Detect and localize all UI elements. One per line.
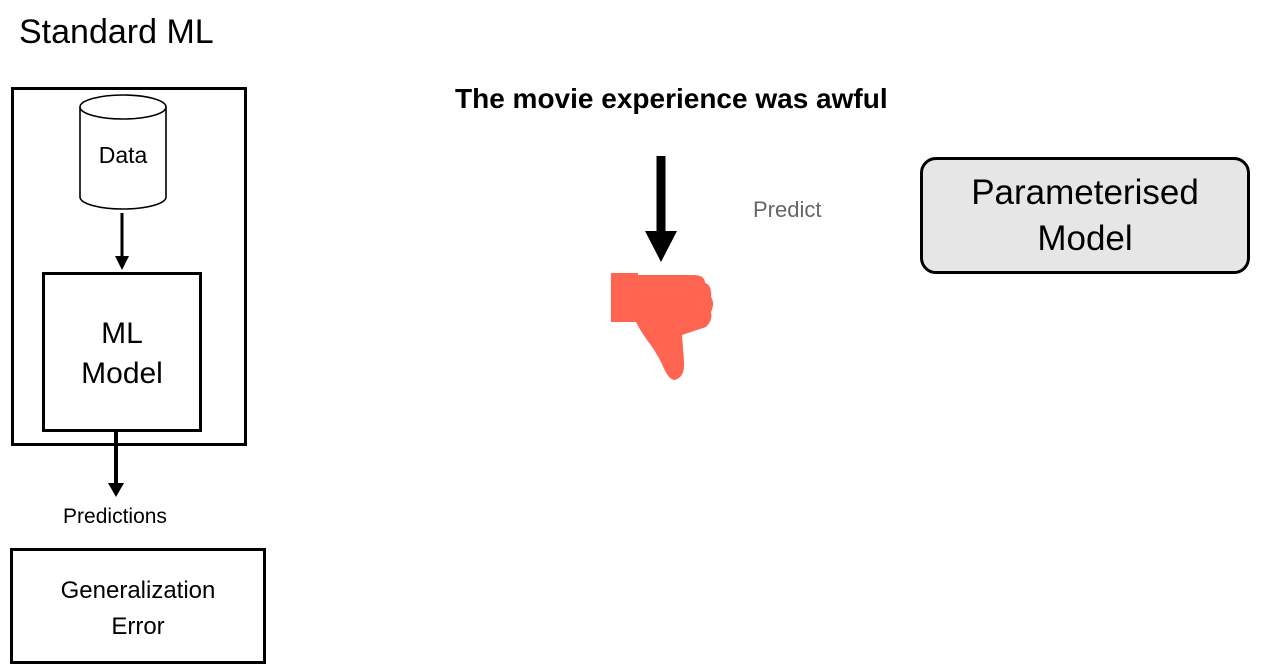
example-sentence: The movie experience was awful xyxy=(455,83,888,114)
data-cylinder-icon xyxy=(79,94,167,210)
parameterised-model-label: Parameterised Model xyxy=(971,173,1199,258)
predictions-label: Predictions xyxy=(63,505,167,528)
diagram-title: Standard ML xyxy=(19,13,214,51)
parameterised-model-box xyxy=(920,157,1250,274)
generalization-error-label: Generalization Error xyxy=(60,577,216,640)
ml-model-label: ML Model xyxy=(81,317,163,390)
thumbs-down-icon xyxy=(611,273,713,380)
standard-ml-container xyxy=(11,87,247,446)
data-label: Data xyxy=(98,142,148,168)
arrow-sentence-to-prediction xyxy=(645,156,677,262)
ml-model-box xyxy=(42,272,202,432)
predict-label: Predict xyxy=(753,197,822,222)
generalization-error-box xyxy=(10,548,266,664)
